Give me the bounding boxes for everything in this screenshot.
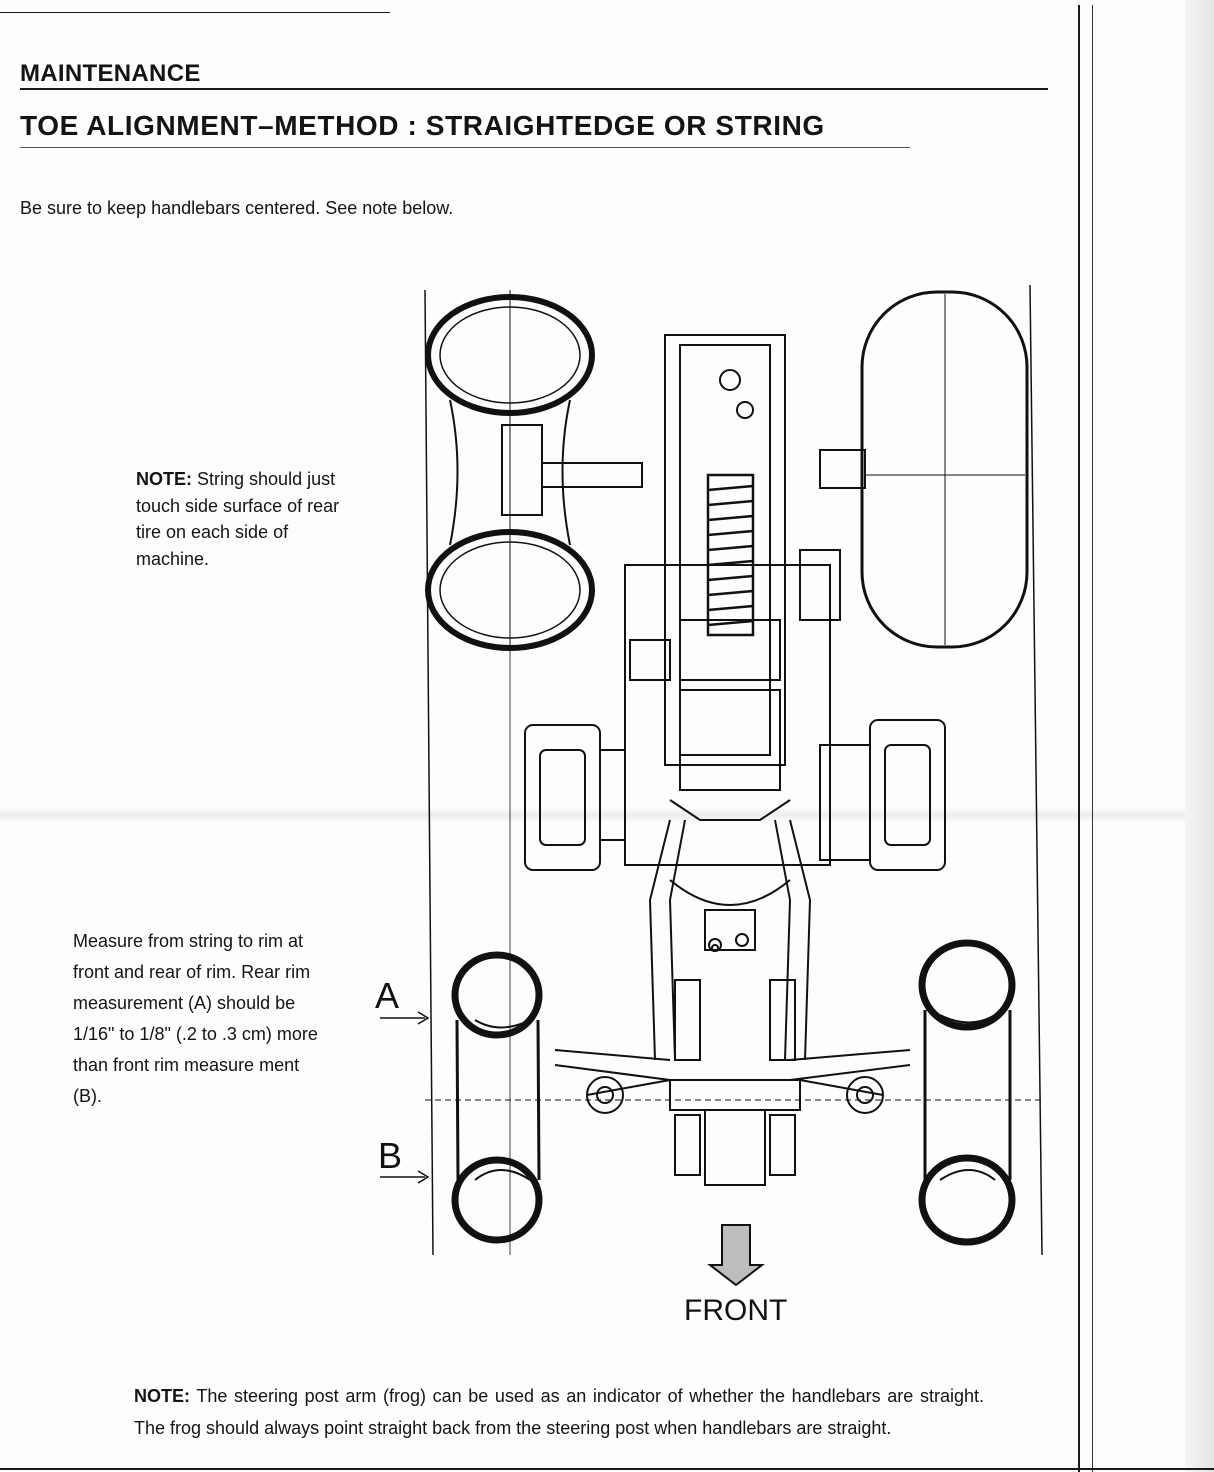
bottom-note: NOTE: The steering post arm (frog) can b… <box>134 1380 984 1444</box>
frame-front-tubes <box>648 819 671 1061</box>
section-header: MAINTENANCE <box>20 60 201 87</box>
frame-mid <box>624 564 831 866</box>
page-right-margin-line <box>1078 5 1080 1472</box>
front-label: FRONT <box>684 1294 787 1327</box>
frame-rear <box>664 334 786 766</box>
right-string-line <box>1029 284 1043 1256</box>
rear-axle <box>541 462 643 488</box>
intro-text: Be sure to keep handlebars centered. See… <box>20 198 454 218</box>
label-b: B <box>378 1135 402 1176</box>
title-underline <box>20 147 910 148</box>
paper-edge-shadow <box>1185 0 1214 1472</box>
rear-tire-note: NOTE: String should just touch side surf… <box>136 466 356 572</box>
page-bottom-rule <box>0 1468 1214 1470</box>
page-title: TOE ALIGNMENT–METHOD : STRAIGHTEDGE OR S… <box>20 110 825 141</box>
frame-crossbar <box>669 799 791 821</box>
page-right-edge-line <box>1092 5 1093 1472</box>
arrow-a-head <box>417 1011 430 1025</box>
label-a: A <box>375 975 399 1016</box>
front-right-wheel <box>918 939 1016 1246</box>
bottom-note-label: NOTE: <box>134 1386 190 1406</box>
shock-mount-top <box>719 369 741 391</box>
front-suspension <box>554 979 911 1186</box>
measure-note: Measure from string to rim at front and … <box>73 931 318 1106</box>
rear-note-text: String should just touch side surface of… <box>136 469 340 569</box>
rear-axle-right <box>819 449 866 489</box>
rear-right-wheel <box>860 290 1029 649</box>
atv-toe-alignment-diagram: A B FRONT <box>375 284 1043 1327</box>
bottom-note-text: The steering post arm (frog) can be used… <box>134 1386 984 1438</box>
paper-fold-crease <box>0 808 1214 822</box>
front-arrow-icon <box>707 1224 765 1287</box>
rear-note-label: NOTE: <box>136 469 192 489</box>
right-footrest <box>819 719 946 871</box>
shock-spring <box>706 473 755 637</box>
left-string-line <box>424 289 434 1256</box>
top-short-rule <box>0 12 390 13</box>
rear-left-wheel <box>425 290 595 651</box>
header-rule <box>20 88 1048 90</box>
front-left-wheel <box>451 951 543 1244</box>
left-footrest <box>524 724 625 871</box>
arrow-b-head <box>417 1170 430 1184</box>
